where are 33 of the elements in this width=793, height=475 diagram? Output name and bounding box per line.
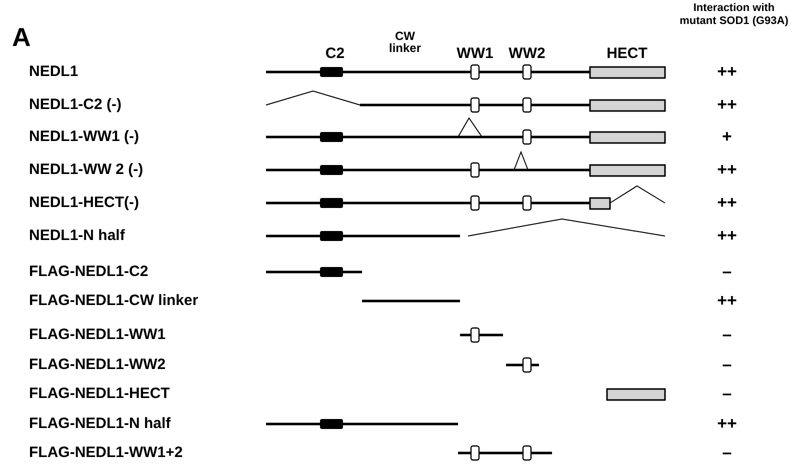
construct-name: FLAG-NEDL1-WW2 [29,357,166,372]
construct-name: NEDL1-C2 (-) [29,97,122,112]
panel-letter: A [12,24,31,50]
construct-name: NEDL1-WW1 (-) [29,129,139,144]
interaction-score: ++ [717,227,737,244]
interaction-score: – [722,326,732,343]
interaction-score: – [722,385,732,402]
interaction-score: – [722,444,732,461]
interaction-score: + [722,128,732,145]
interaction-score: ++ [717,194,737,211]
construct-name: FLAG-NEDL1-C2 [29,264,148,279]
column-header: Interaction with mutant SOD1 (G93A) [678,2,790,28]
construct-name: FLAG-NEDL1-WW1 [29,327,166,342]
interaction-score: ++ [717,96,737,113]
construct-name: NEDL1-HECT(-) [29,195,139,210]
construct-name: FLAG-NEDL1-HECT [29,386,170,401]
construct-name: NEDL1-WW 2 (-) [29,162,144,177]
interaction-score: ++ [717,63,737,80]
construct-name: NEDL1-N half [29,228,125,243]
domain-label: C2 [325,46,345,61]
construct-name: FLAG-NEDL1-CW linker [29,293,198,308]
domain-label: CW linker [388,30,422,54]
interaction-score: – [722,356,732,373]
construct-name: FLAG-NEDL1-WW1+2 [29,445,183,460]
construct-name: FLAG-NEDL1-N half [29,416,171,431]
domain-label: HECT [606,46,648,61]
interaction-score: ++ [717,161,737,178]
interaction-score: ++ [717,415,737,432]
interaction-score: – [722,263,732,280]
interaction-score: ++ [717,292,737,309]
domain-label: WW2 [508,46,546,61]
construct-name: NEDL1 [29,64,78,79]
domain-label: WW1 [456,46,494,61]
